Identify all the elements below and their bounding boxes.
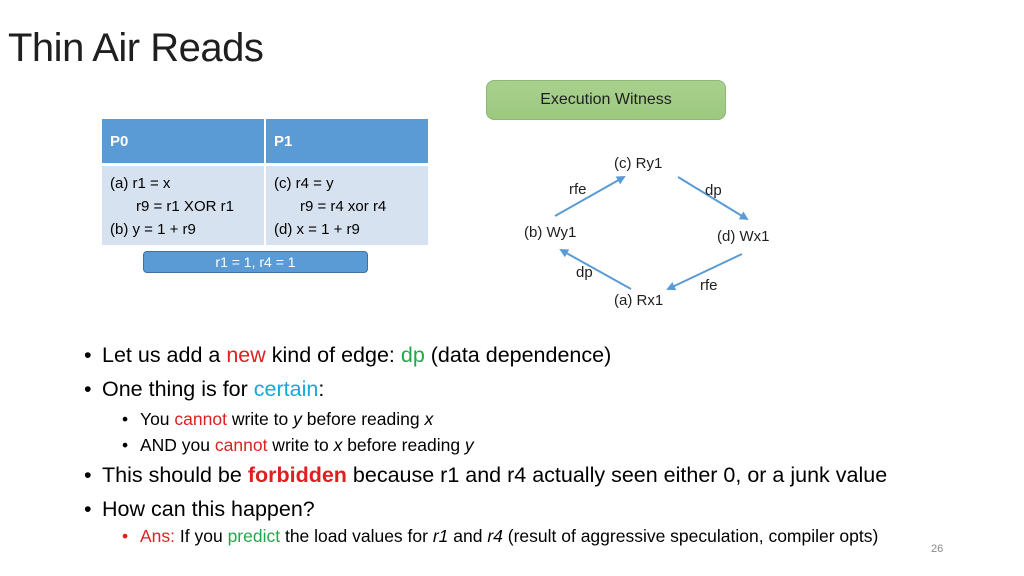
p0-code: (a) r1 = x r9 = r1 XOR r1 (b) y = 1 + r9 — [102, 163, 266, 245]
highlight-predict: predict — [227, 526, 281, 546]
node-a: (a) Rx1 — [614, 292, 664, 309]
edge-label-a-b: dp — [576, 264, 593, 281]
slide-title: Thin Air Reads — [8, 26, 264, 70]
edge-a-to-b — [559, 249, 632, 290]
bullet-forbidden: This should be forbidden because r1 and … — [84, 458, 984, 492]
p0-line-a: (a) r1 = x — [110, 175, 171, 192]
p1-line-xor: r9 = r4 xor r4 — [300, 198, 387, 215]
text: If you — [175, 526, 228, 546]
program-header-row: P0 P1 — [102, 119, 428, 165]
text: AND you — [140, 435, 215, 455]
text: kind of edge: — [265, 343, 401, 367]
program-table: P0 P1 (a) r1 = x r9 = r1 XOR r1 (b) y = … — [102, 119, 428, 245]
highlight-forbidden: forbidden — [247, 463, 347, 487]
node-d: (d) Wx1 — [717, 228, 770, 245]
highlight-cannot: cannot — [214, 435, 268, 455]
edge-d-to-a — [666, 253, 743, 291]
bullet-new-edge: Let us add a new kind of edge: dp (data … — [84, 338, 984, 372]
edge-b-to-c — [554, 176, 626, 217]
var-y: y — [464, 435, 474, 455]
highlight-cannot: cannot — [174, 409, 227, 429]
sub-bullet-write-y: You cannot write to y before reading x — [84, 406, 984, 432]
var-x: x — [333, 435, 343, 455]
p1-code: (c) r4 = y r9 = r4 xor r4 (d) x = 1 + r9 — [265, 163, 428, 245]
node-b: (b) Wy1 — [524, 224, 577, 241]
p1-line-d: (d) x = 1 + r9 — [274, 221, 360, 238]
p0-header: P0 — [102, 119, 266, 165]
text: write to — [267, 435, 334, 455]
edge-label-c-d: dp — [705, 182, 722, 199]
edge-label-b-c: rfe — [569, 181, 587, 198]
bullet-certain: One thing is for certain: — [84, 372, 984, 406]
result-badge: r1 = 1, r4 = 1 — [143, 251, 368, 273]
text: because r1 and r4 actually seen either 0… — [346, 463, 888, 487]
var-r1: r1 — [432, 526, 449, 546]
bullet-list: Let us add a new kind of edge: dp (data … — [84, 338, 984, 547]
edge-c-to-d — [677, 176, 749, 221]
sub-bullet-answer: Ans: If you predict the load values for … — [84, 526, 984, 547]
program-body-row: (a) r1 = x r9 = r1 XOR r1 (b) y = 1 + r9… — [102, 163, 428, 245]
p0-line-b: (b) y = 1 + r9 — [110, 221, 196, 238]
execution-witness-badge: Execution Witness — [486, 80, 726, 120]
result-label: r1 = 1, r4 = 1 — [215, 254, 296, 270]
text: One thing is for — [102, 377, 254, 401]
var-y: y — [293, 409, 302, 429]
text: before reading — [301, 409, 425, 429]
execution-witness-label: Execution Witness — [540, 91, 672, 108]
p1-line-c: (c) r4 = y — [274, 175, 334, 192]
highlight-dp: dp — [400, 343, 425, 367]
text: This should be — [102, 463, 248, 487]
text: before reading — [342, 435, 465, 455]
text: and — [448, 526, 488, 546]
bullet-how: How can this happen? — [84, 492, 984, 526]
text: (result of aggressive speculation, compi… — [502, 526, 879, 546]
text: You — [140, 409, 175, 429]
node-c: (c) Ry1 — [614, 155, 663, 172]
var-x: x — [424, 409, 434, 429]
highlight-certain: certain — [253, 377, 319, 401]
edge-label-d-a: rfe — [700, 277, 718, 294]
highlight-new: new — [226, 343, 266, 367]
text: (data dependence) — [424, 343, 612, 367]
text: write to — [226, 409, 294, 429]
sub-bullet-write-x: AND you cannot write to x before reading… — [84, 432, 984, 458]
p0-line-xor: r9 = r1 XOR r1 — [136, 198, 234, 215]
page-number: 26 — [931, 543, 944, 555]
p1-header: P1 — [265, 119, 428, 165]
text: the load values for — [280, 526, 433, 546]
var-r4: r4 — [487, 526, 503, 546]
highlight-ans: Ans: — [140, 526, 176, 546]
text: : — [318, 377, 325, 401]
text: Let us add a — [102, 343, 227, 367]
